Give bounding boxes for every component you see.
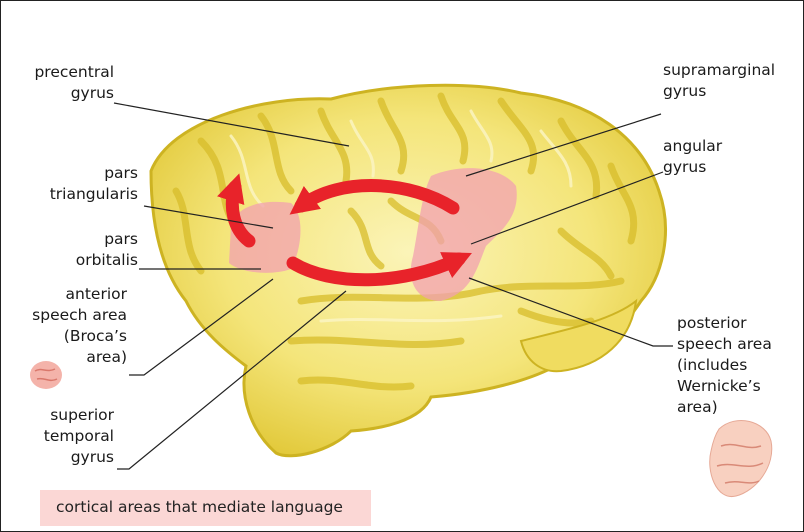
- label-posterior-speech-area: posterior speech area (includes Wernicke…: [677, 313, 772, 418]
- caption-box: cortical areas that mediate language: [40, 490, 371, 526]
- label-pars-triangularis: pars triangularis: [50, 163, 138, 205]
- label-anterior-speech-area: anterior speech area (Broca’s area): [32, 284, 127, 368]
- label-pars-orbitalis: pars orbitalis: [76, 229, 138, 271]
- label-superior-temporal-gyrus: superior temporal gyrus: [44, 405, 114, 468]
- label-supramarginal-gyrus: supramarginal gyrus: [663, 60, 775, 102]
- tissue-swatch-wernicke: [710, 420, 772, 496]
- label-angular-gyrus: angular gyrus: [663, 136, 722, 178]
- label-precentral-gyrus: precentral gyrus: [34, 62, 114, 104]
- caption-text: cortical areas that mediate language: [56, 498, 343, 516]
